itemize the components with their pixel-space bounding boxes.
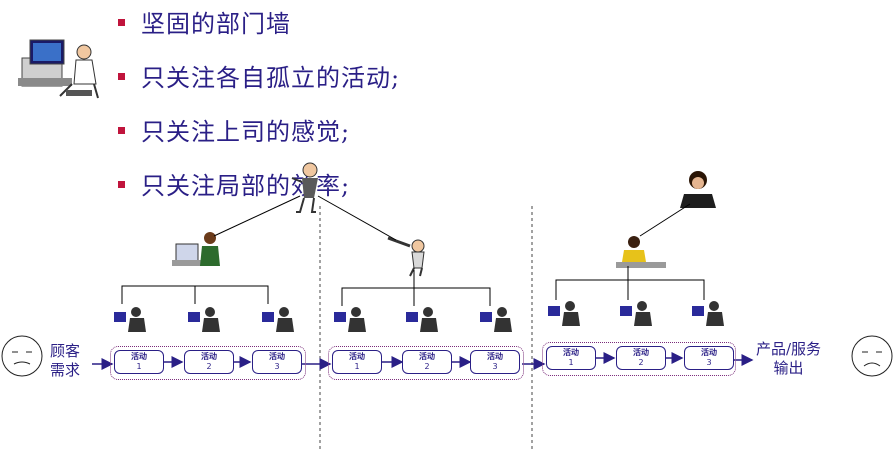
manager-telescope-icon [387,236,425,277]
activity-name: 活动 [349,352,365,361]
activity-name: 活动 [701,348,717,357]
customer-label-line: 顾客 [50,342,81,360]
computer-worker-clipart-icon [18,39,99,99]
bullet-item: 只关注各自孤立的活动; [118,58,400,93]
worker-icon [480,307,512,332]
customer-demand-label: 顾客 需求 [50,342,80,380]
bullet-text: 只关注各自孤立的活动; [141,64,401,92]
activity-name: 活动 [563,348,579,357]
activity-name: 活动 [633,348,649,357]
output-label-line: 输出 [773,359,804,377]
worker-icon [188,307,220,332]
bullet-marker [118,127,125,134]
bullet-text: 坚固的部门墙 [141,10,291,38]
manager-desk-icon [172,232,220,266]
activity-number: 1 [354,362,360,371]
worker-icon [406,307,438,332]
output-label-line: 产品/服务 [756,340,822,358]
manager-phone-icon [616,236,666,268]
activity-number: 1 [568,358,574,367]
org-lines [121,195,705,306]
activity-name: 活动 [487,352,503,361]
activity-name: 活动 [419,352,435,361]
output-label: 产品/服务 输出 [756,340,821,378]
worker-icon [262,307,294,332]
worker-icon [334,307,366,332]
customer-face-icon [1,335,43,377]
bullet-text: 只关注上司的感觉; [141,118,351,146]
worker-icon [548,301,580,326]
output-face-icon [851,335,893,377]
worker-icon [620,301,652,326]
department-dividers [319,206,533,450]
activity-number: 2 [424,362,430,371]
bullet-item: 只关注上司的感觉; [118,112,350,147]
activity-number: 3 [706,358,712,367]
worker-icon [692,301,724,326]
activity-name: 活动 [201,352,217,361]
worker-icon [114,307,146,332]
activity-number: 3 [274,362,280,371]
activity-number: 3 [492,362,498,371]
bullet-marker [118,73,125,80]
worker-icons [114,301,724,332]
executive-icon [680,171,716,208]
activity-group-2 [328,346,524,380]
activity-group-3 [542,342,736,376]
activity-number: 1 [136,362,142,371]
bullet-marker [118,19,125,26]
manager-top-icon [291,162,318,213]
activity-number: 2 [638,358,644,367]
activity-name: 活动 [269,352,285,361]
activity-group-1 [110,346,306,380]
bullet-marker [118,181,125,188]
customer-label-line: 需求 [50,361,81,379]
activity-name: 活动 [131,352,147,361]
activity-number: 2 [206,362,212,371]
bullet-item: 坚固的部门墙 [118,4,291,39]
